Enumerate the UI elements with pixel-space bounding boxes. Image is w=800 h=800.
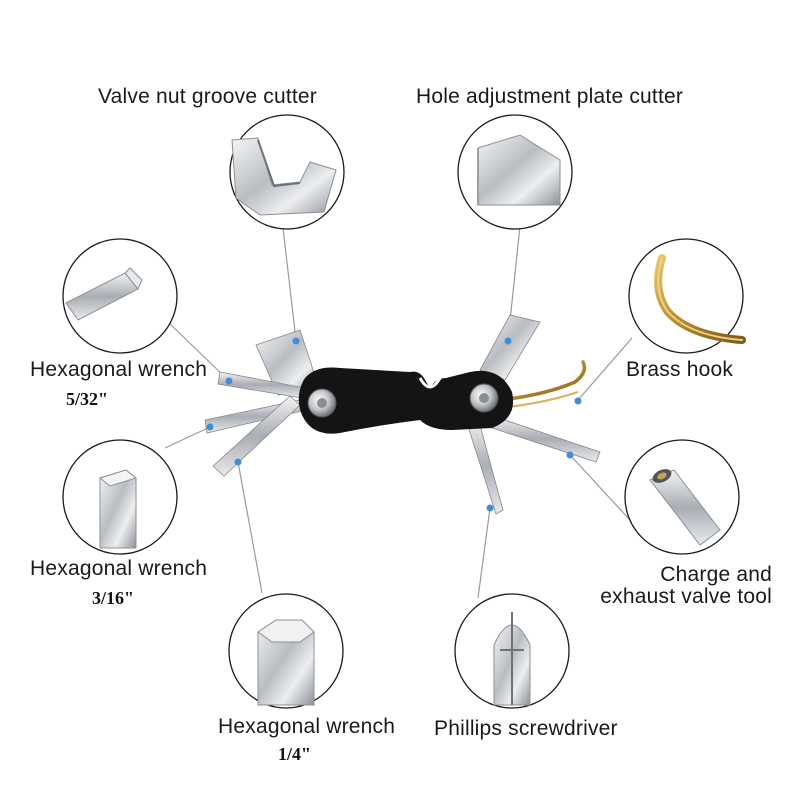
leader-valve-nut (282, 227, 297, 341)
leader-brass (577, 337, 633, 401)
leader-charge (569, 454, 631, 521)
label-charge-exhaust-line1: Charge and (660, 563, 772, 586)
leader-hex-b (164, 426, 211, 449)
leader-hex-a (167, 321, 229, 381)
dot-hex-a (225, 377, 233, 385)
detail-hex-wrench-b (62, 439, 178, 555)
label-hex-wrench-b: Hexagonal wrench (30, 557, 208, 580)
phillips-shaft (465, 417, 504, 515)
dot-charge (566, 451, 574, 459)
detail-hole-plate-cutter (457, 114, 573, 230)
leader-hex-c (237, 461, 263, 594)
detail-hex-wrench-a (62, 238, 178, 354)
hex-wrench-c-bar (212, 395, 301, 477)
label-hex-wrench-a: Hexagonal wrench (30, 358, 208, 381)
label-charge-exhaust-line2: exhaust valve tool (600, 585, 772, 608)
charge-tool-bar (485, 414, 601, 463)
multitool-body (298, 367, 514, 434)
label-hex-wrench-b-size: 3/16" (92, 588, 134, 608)
leader-dots (206, 337, 582, 512)
dot-valve-nut (292, 337, 300, 345)
dot-brass (574, 397, 582, 405)
label-hex-wrench-c-size: 1/4" (278, 744, 311, 764)
multitool (204, 314, 601, 515)
label-hole-adjustment-plate-cutter: Hole adjustment plate cutter (416, 85, 684, 108)
label-hex-wrench-a-size: 5/32" (66, 389, 108, 409)
detail-hex-wrench-c (228, 593, 344, 709)
leader-lines (164, 225, 633, 599)
dot-hole-plate (504, 337, 512, 345)
dot-hex-c (234, 458, 242, 466)
brass-hook-wire (498, 360, 587, 402)
label-phillips-screwdriver: Phillips screwdriver (434, 717, 618, 740)
detail-valve-nut-cutter (229, 114, 345, 230)
dot-phillips (486, 504, 494, 512)
label-valve-nut-groove-cutter: Valve nut groove cutter (98, 85, 317, 108)
label-hex-wrench-c: Hexagonal wrench (218, 715, 396, 738)
dot-hex-b (206, 423, 214, 431)
detail-phillips-screwdriver (454, 593, 570, 709)
detail-charge-valve-tool (624, 439, 740, 555)
hole-plate-blade (479, 314, 541, 381)
detail-brass-hook (628, 238, 746, 354)
leader-phillips (477, 507, 491, 599)
label-brass-hook: Brass hook (626, 358, 734, 381)
